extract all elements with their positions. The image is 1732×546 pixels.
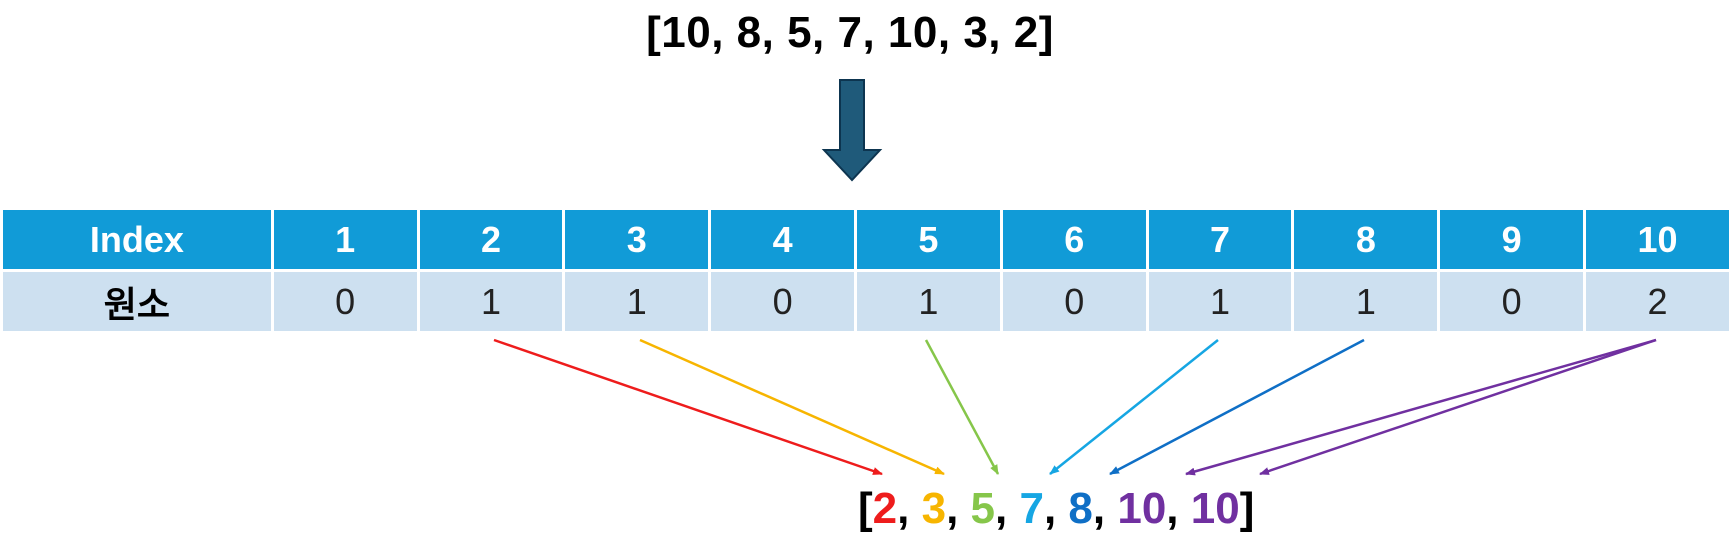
count-cell: 1: [562, 269, 712, 334]
arrow-2: [493, 338, 883, 476]
output-value: 3: [921, 484, 947, 533]
output-value: 8: [1068, 484, 1093, 533]
arrow-7: [1049, 339, 1219, 475]
output-separator: ,: [1166, 484, 1191, 533]
output-value: 10: [1117, 484, 1167, 533]
count-table: Index 1 2 3 4 5 6 7 8 9 10 원소 0 1 1 0 1 …: [0, 207, 1732, 334]
arrow-10b: [1259, 338, 1657, 476]
index-cell: 3: [562, 207, 712, 272]
index-cell: 6: [999, 207, 1149, 272]
output-value: 10: [1190, 484, 1240, 533]
index-cell: 10: [1583, 207, 1732, 272]
output-separator: ,: [995, 484, 1020, 533]
index-cell: 8: [1291, 207, 1441, 272]
output-bracket-close: ]: [1239, 484, 1255, 533]
count-cell: 1: [416, 269, 566, 334]
input-array-text: [10, 8, 5, 7, 10, 3, 2]: [646, 8, 1054, 57]
index-cell: 7: [1145, 207, 1295, 272]
output-separator: ,: [1092, 484, 1118, 533]
index-cell: 5: [853, 207, 1003, 272]
count-cell: 0: [708, 269, 857, 334]
arrow-10a: [1185, 338, 1657, 476]
count-cell: 0: [270, 269, 420, 334]
output-separator: ,: [946, 484, 971, 533]
output-array: [2, 3, 5, 7, 8, 10, 10]: [858, 484, 1254, 534]
down-arrow-icon: [821, 79, 883, 182]
index-cell: 4: [708, 207, 857, 272]
count-cell: 1: [1291, 269, 1441, 334]
output-separator: ,: [1043, 484, 1069, 533]
output-value: 2: [872, 484, 898, 533]
count-cell: 0: [999, 269, 1149, 334]
element-row-label: 원소: [0, 269, 274, 334]
arrow-5: [924, 339, 1000, 475]
count-cell: 0: [1437, 269, 1587, 334]
index-cell: 1: [270, 207, 420, 272]
arrow-8: [1109, 338, 1365, 476]
output-bracket-open: [: [858, 484, 873, 533]
index-row: Index 1 2 3 4 5 6 7 8 9 10: [0, 207, 1732, 272]
count-cell: 1: [853, 269, 1003, 334]
output-value: 7: [1019, 484, 1044, 533]
index-cell: 2: [416, 207, 566, 272]
arrow-3: [639, 338, 945, 476]
count-cell: 1: [1145, 269, 1295, 334]
output-separator: ,: [897, 484, 922, 533]
count-row: 원소 0 1 1 0 1 0 1 1 0 2: [0, 269, 1732, 334]
index-header-label: Index: [0, 207, 274, 272]
count-cell: 2: [1583, 269, 1732, 334]
index-cell: 9: [1437, 207, 1587, 272]
output-value: 5: [970, 484, 996, 533]
